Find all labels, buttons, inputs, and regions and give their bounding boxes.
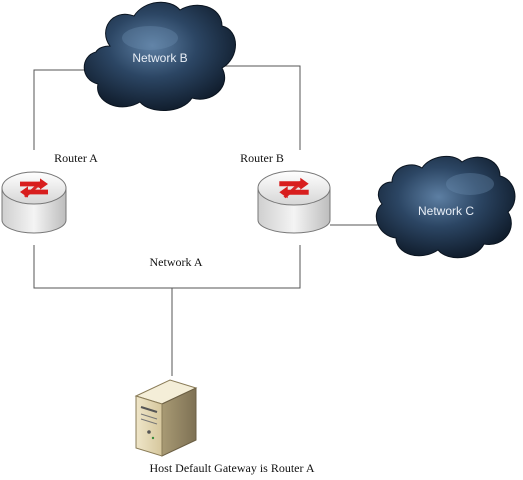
network-c-cloud: Network C	[375, 155, 516, 259]
network-a-label: Network A	[150, 255, 203, 269]
link-router-b-network-b	[220, 65, 301, 150]
network-a-bus	[33, 245, 301, 289]
server-icon	[134, 379, 198, 457]
router-icon	[1, 171, 67, 234]
host-server: Host Default Gateway is Router A	[134, 379, 315, 475]
network-b-label: Network B	[132, 51, 187, 65]
router-a: Router A	[1, 151, 98, 234]
router-icon	[257, 170, 331, 234]
host-caption: Host Default Gateway is Router A	[150, 461, 315, 475]
cloud-icon	[375, 155, 516, 259]
router-a-label: Router A	[54, 151, 98, 165]
router-b: Router B	[240, 151, 331, 234]
cloud-icon	[83, 1, 236, 112]
router-b-label: Router B	[240, 151, 284, 165]
network-b-cloud: Network B	[83, 1, 236, 112]
network-c-label: Network C	[418, 204, 474, 218]
